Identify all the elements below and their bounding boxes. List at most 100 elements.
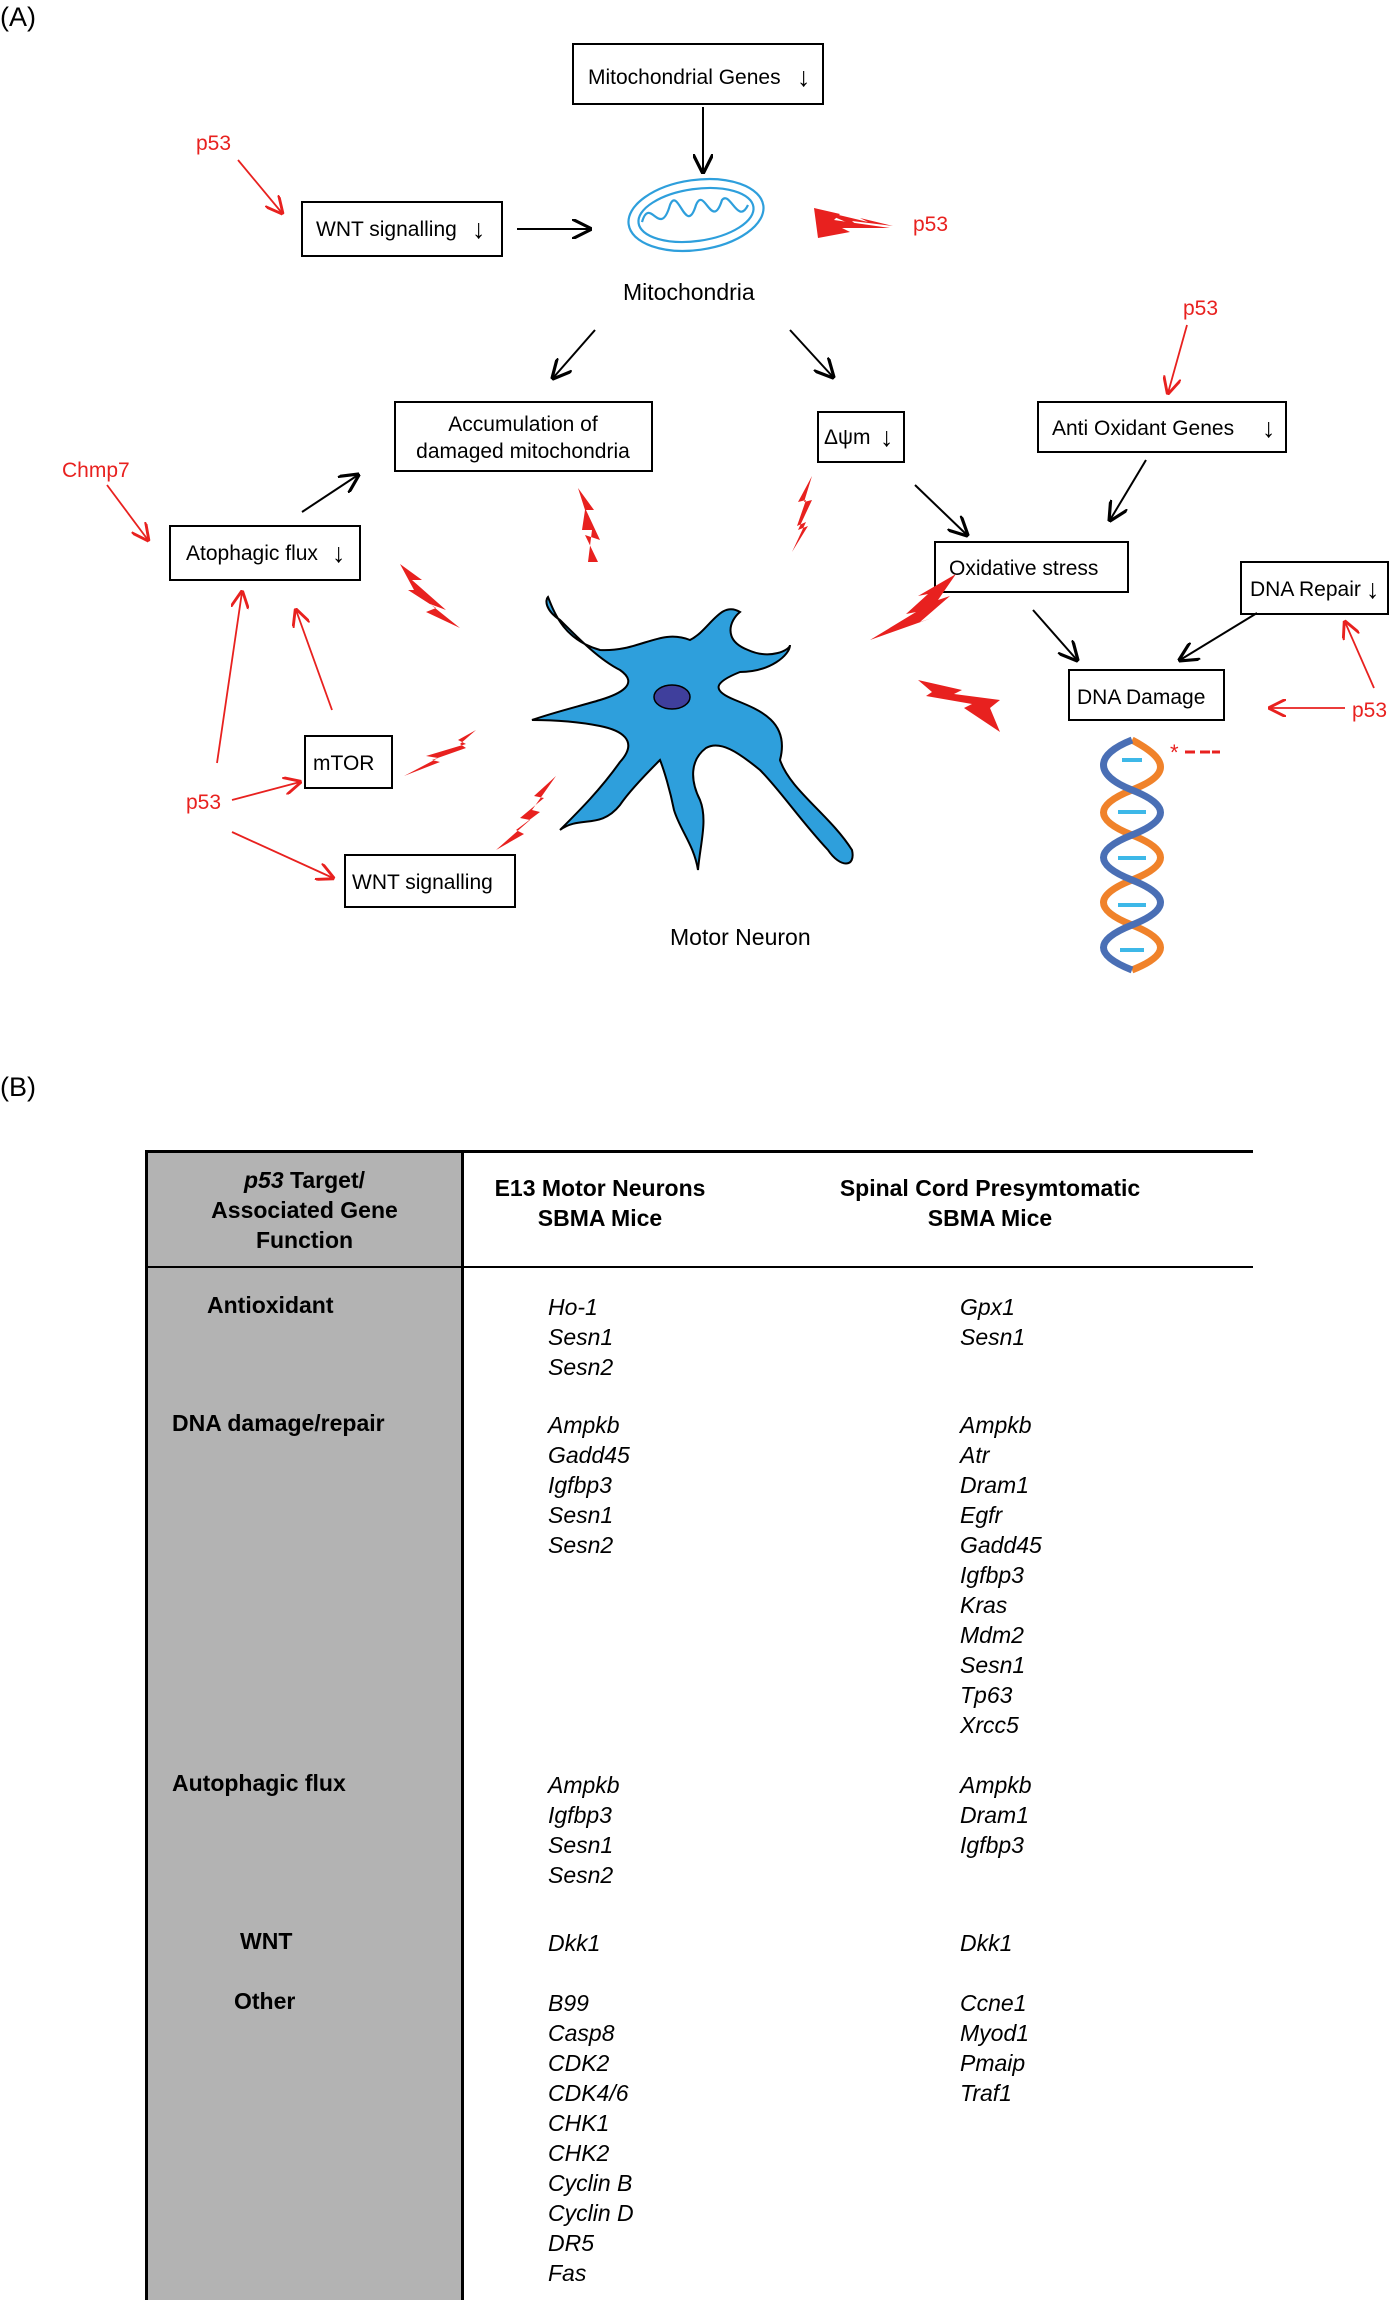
mitochondria-label: Mitochondria: [623, 279, 755, 305]
gene-name: Sesn1: [548, 1832, 614, 1858]
chmp7-label: Chmp7: [62, 459, 130, 482]
gene-name: CDK2: [548, 2050, 610, 2076]
spinal-gene-list: Dkk1: [960, 1928, 1012, 1958]
gene-name: Atr: [960, 1442, 990, 1468]
gene-name: Kras: [960, 1592, 1008, 1618]
wnt-signalling-bottom-box: WNT signalling: [344, 854, 516, 908]
gene-name: Cyclin D: [548, 2200, 634, 2226]
motor-neuron-icon: [531, 595, 854, 871]
p53-label: p53: [1352, 699, 1387, 722]
panel-a-label: (A): [0, 2, 36, 32]
gene-name: Myod1: [960, 2020, 1030, 2046]
gene-name: Xrcc5: [960, 1712, 1019, 1738]
gene-name: Cyclin B: [548, 2170, 633, 2196]
gene-name: Mdm2: [960, 1622, 1024, 1648]
oxidative-stress-label: Oxidative stress: [949, 557, 1098, 580]
delta-psi-label: Δψm: [824, 426, 871, 449]
header-function-line1: Target/: [283, 1167, 365, 1193]
dna-helix-icon: *: [1100, 736, 1220, 974]
category-label: Autophagic flux: [172, 1770, 346, 1796]
down-arrow-glyph: ↓: [1262, 413, 1276, 443]
gene-name: Dkk1: [548, 1930, 601, 1956]
anti-oxidant-genes-box: Anti Oxidant Genes ↓: [1037, 401, 1287, 453]
category-label: Antioxidant: [207, 1292, 334, 1318]
header-function-line2: Associated Gene: [211, 1197, 398, 1223]
wnt-signalling-bottom-label: WNT signalling: [352, 871, 493, 894]
autophagic-flux-box: Atophagic flux ↓: [169, 525, 361, 581]
wnt-signalling-top-label: WNT signalling: [316, 218, 457, 241]
mtor-box: mTOR: [304, 735, 393, 789]
down-arrow-glyph: ↓: [797, 62, 811, 92]
gene-name: Sesn1: [548, 1502, 614, 1528]
gene-name: Sesn2: [548, 1354, 614, 1380]
gene-name: Igfbp3: [960, 1562, 1024, 1588]
gene-name: Tp63: [960, 1682, 1013, 1708]
p53-label: p53: [913, 213, 948, 236]
mitochondria-icon: [627, 177, 765, 253]
mitochondrial-genes-box: Mitochondrial Genes ↓: [572, 43, 824, 105]
gene-name: Sesn2: [548, 1862, 614, 1888]
gene-name: Dram1: [960, 1472, 1030, 1498]
gene-name: Ampkb: [960, 1412, 1032, 1438]
mitochondrial-genes-label: Mitochondrial Genes: [588, 66, 781, 89]
accumulation-label-line1: Accumulation of: [448, 413, 598, 436]
gene-name: DR5: [548, 2230, 595, 2256]
gene-name: Ampkb: [960, 1772, 1032, 1798]
header-e13-line1: E13 Motor Neurons: [494, 1175, 706, 1201]
motor-neuron-label: Motor Neuron: [670, 924, 811, 950]
down-arrow-glyph: ↓: [1366, 574, 1380, 604]
accumulation-box: Accumulation of damaged mitochondria: [394, 401, 653, 472]
gene-name: CDK4/6: [548, 2080, 629, 2106]
gene-name: Ampkb: [548, 1412, 620, 1438]
gene-name: CHK1: [548, 2110, 610, 2136]
gene-name: Sesn1: [960, 1652, 1026, 1678]
delta-psi-box: Δψm ↓: [817, 411, 905, 463]
wnt-signalling-top-box: WNT signalling ↓: [301, 201, 503, 257]
gene-name: Gpx1: [960, 1294, 1015, 1320]
gene-name: Traf1: [960, 2080, 1012, 2106]
gene-name: Sesn2: [548, 1532, 614, 1558]
p53-label: p53: [186, 791, 221, 814]
gene-name: Egfr: [960, 1502, 1003, 1528]
mtor-label: mTOR: [313, 752, 374, 775]
header-e13-line2: SBMA Mice: [537, 1205, 663, 1231]
gene-name: Pmaip: [960, 2050, 1026, 2076]
gene-name: Casp8: [548, 2020, 615, 2046]
down-arrow-glyph: ↓: [880, 422, 894, 452]
down-arrow-glyph: ↓: [472, 214, 486, 244]
table-left-border: [145, 1150, 148, 2300]
oxidative-stress-box: Oxidative stress: [934, 541, 1129, 593]
header-spinal-line1: Spinal Cord Presymtomatic: [839, 1175, 1141, 1201]
gene-name: Fas: [548, 2260, 587, 2286]
e13-gene-list: Dkk1: [548, 1928, 600, 1958]
dna-damage-box: DNA Damage: [1068, 669, 1225, 721]
dna-repair-label: DNA Repair: [1250, 578, 1361, 601]
p53-label: p53: [1183, 297, 1218, 320]
table-top-border: [145, 1150, 1253, 1153]
category-label: DNA damage/repair: [172, 1410, 385, 1436]
p53-influence-arrows: [106, 159, 1375, 878]
header-spinal-line2: SBMA Mice: [927, 1205, 1053, 1231]
gene-name: Igfbp3: [960, 1832, 1024, 1858]
accumulation-label-line2: damaged mitochondria: [416, 440, 630, 463]
gene-name: Dkk1: [960, 1930, 1013, 1956]
svg-text:*: *: [1170, 740, 1179, 765]
dna-damage-label: DNA Damage: [1077, 686, 1205, 709]
pathway-diagram: Mitochondrial Genes ↓ WNT signalling ↓ A…: [62, 43, 1389, 974]
autophagic-flux-label: Atophagic flux: [186, 542, 318, 565]
category-label: WNT: [240, 1928, 293, 1954]
gene-name: B99: [548, 1990, 589, 2016]
gene-name: Igfbp3: [548, 1472, 612, 1498]
gene-name: Gadd45: [548, 1442, 630, 1468]
table-column-divider: [461, 1150, 464, 2300]
gene-name: Ho-1: [548, 1294, 598, 1320]
anti-oxidant-genes-label: Anti Oxidant Genes: [1052, 417, 1234, 440]
